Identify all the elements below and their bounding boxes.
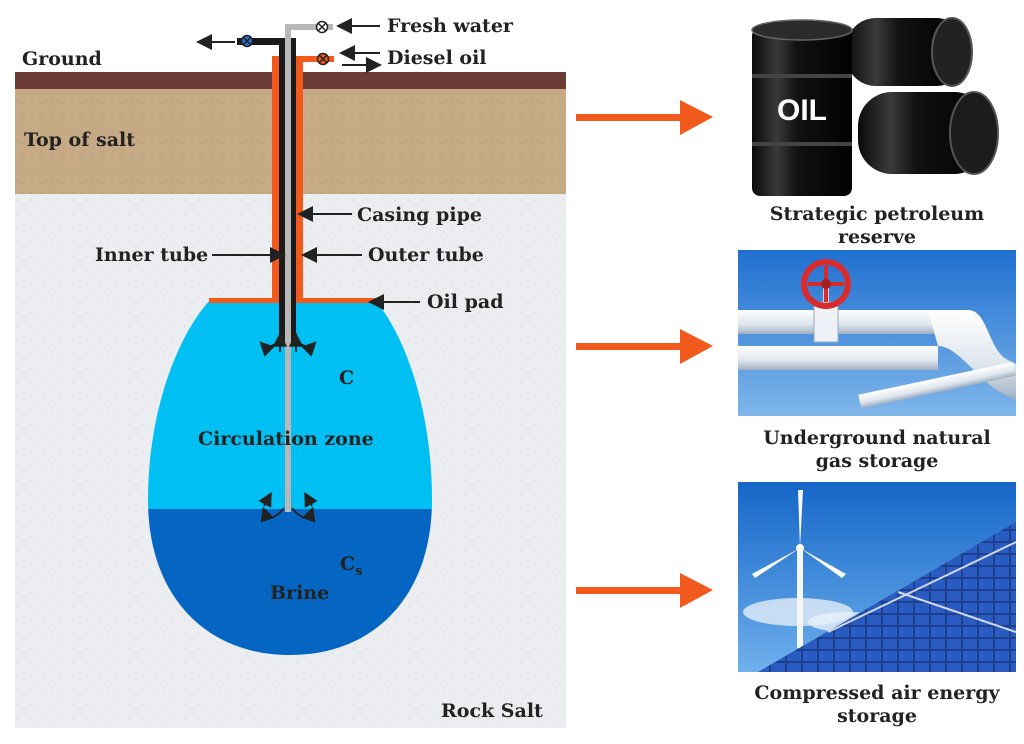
wind-solar-illustration bbox=[738, 482, 1016, 672]
caption-3-line-1: Compressed air energy bbox=[754, 682, 1000, 704]
pipe-lower bbox=[858, 361, 1016, 409]
solar-panel-array bbox=[758, 522, 1016, 672]
brine-valve-icon bbox=[240, 34, 254, 48]
caption-3-line-2: storage bbox=[837, 704, 917, 727]
brine-outlet-line bbox=[237, 38, 285, 45]
ground-label: Ground bbox=[22, 48, 102, 70]
outer-tube-label: Outer tube bbox=[368, 244, 484, 266]
oil-barrels-image: OIL bbox=[738, 14, 1016, 198]
caption-1-line-2: reserve bbox=[837, 225, 917, 248]
gas-pipeline-illustration bbox=[738, 250, 1016, 416]
barrel-oil-text: OIL bbox=[777, 94, 827, 127]
rock-salt-label: Rock Salt bbox=[441, 700, 543, 722]
caption-underground-natural-gas-storage: Underground natural gas storage bbox=[738, 427, 1016, 473]
oil-barrels-illustration: OIL bbox=[751, 17, 999, 196]
cs-main: C bbox=[340, 553, 356, 575]
inner-tube-label: Inner tube bbox=[95, 244, 209, 266]
fresh-water-label: Fresh water bbox=[387, 15, 513, 37]
barrel-lower bbox=[858, 91, 999, 175]
diesel-oil-valve-icon bbox=[316, 52, 330, 66]
caption-2-line-2: gas storage bbox=[815, 449, 939, 472]
fresh-water-line bbox=[285, 24, 333, 30]
application-arrow-1 bbox=[576, 100, 713, 135]
barrel-back bbox=[846, 17, 973, 87]
caption-strategic-petroleum-reserve: Strategic petroleum reserve bbox=[738, 203, 1016, 249]
wind-solar-image bbox=[738, 482, 1016, 672]
caption-1-line-1: Strategic petroleum bbox=[769, 203, 985, 225]
circulation-zone-label: Circulation zone bbox=[198, 428, 374, 450]
pipe-middle bbox=[738, 346, 938, 370]
caption-2-line-1: Underground natural bbox=[763, 427, 991, 449]
top-of-salt-label: Top of salt bbox=[24, 129, 135, 151]
inner-tube bbox=[285, 28, 291, 512]
outer-tube-wall-right bbox=[296, 56, 303, 303]
concentration-cs-label: Cs bbox=[340, 555, 362, 578]
casing-pipe-label: Casing pipe bbox=[357, 204, 482, 226]
outer-tube-wall-left bbox=[272, 56, 279, 303]
caption-compressed-air-energy-storage: Compressed air energy storage bbox=[738, 682, 1016, 728]
application-arrow-2 bbox=[576, 329, 713, 364]
cs-subscript: s bbox=[355, 563, 363, 579]
diesel-oil-label: Diesel oil bbox=[387, 47, 487, 69]
diesel-oil-line bbox=[296, 56, 334, 62]
valve-wheel-icon bbox=[801, 259, 851, 309]
flow-arrows-bottom bbox=[258, 491, 318, 523]
concentration-c-label: C bbox=[339, 367, 355, 389]
fresh-water-valve-icon bbox=[315, 20, 329, 34]
oil-pad-label: Oil pad bbox=[427, 291, 504, 313]
brine-label: Brine bbox=[270, 582, 330, 604]
barrel-front: OIL bbox=[751, 19, 853, 196]
wind-turbine-icon bbox=[752, 490, 846, 648]
flow-arrows-top bbox=[259, 332, 317, 357]
application-arrow-3 bbox=[576, 573, 713, 608]
gas-pipeline-image bbox=[738, 250, 1016, 416]
